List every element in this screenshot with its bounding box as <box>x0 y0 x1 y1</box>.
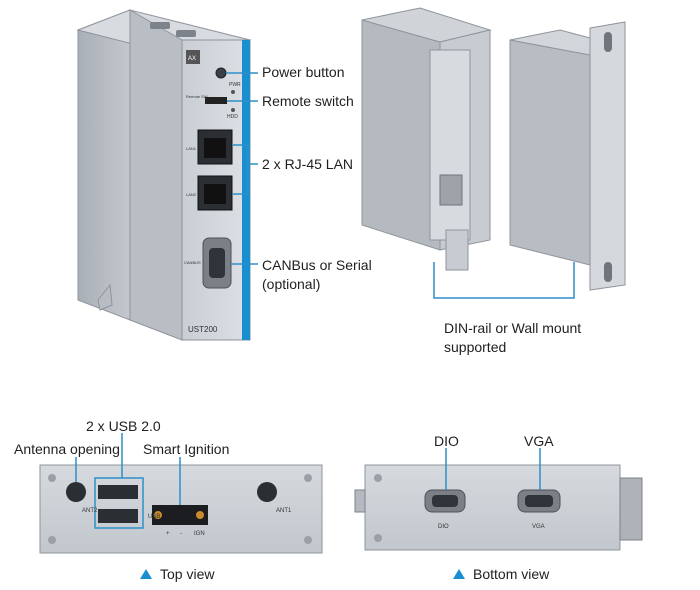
antenna1-opening-icon <box>257 482 277 502</box>
wall-mount-device <box>509 21 626 291</box>
antenna-label: Antenna opening <box>14 441 120 457</box>
brand-mark: AX <box>188 56 196 62</box>
pwr-mark: PWR <box>229 82 241 88</box>
canbus-label-line1: CANBus or Serial <box>262 257 372 273</box>
antenna2-opening-icon <box>66 482 86 502</box>
lan2-mark: LAN2 <box>186 192 197 197</box>
dio-mark: DIO <box>438 524 449 530</box>
accent-stripe <box>242 40 250 340</box>
ign-mark: IGN <box>194 531 205 537</box>
canbus-mark: CANBUS <box>184 260 201 265</box>
dio-label: DIO <box>434 433 459 449</box>
device-marks: UST200 PWR HDD Remote SW LAN1 LAN2 CANBU… <box>82 56 545 537</box>
minus-mark: - <box>180 531 182 537</box>
vga-label: VGA <box>524 433 554 449</box>
model-mark: UST200 <box>188 325 218 334</box>
din-callout <box>433 262 575 299</box>
triangle-up-icon <box>453 569 465 579</box>
ant2-mark: ANT2 <box>82 508 98 514</box>
ant1-mark: ANT1 <box>276 508 292 514</box>
plus-mark: + <box>166 531 170 537</box>
top-view-text: Top view <box>160 566 215 582</box>
top-view-device <box>39 464 323 554</box>
front-device <box>76 9 252 341</box>
remote-sw-mark: Remote SW <box>186 94 208 99</box>
rj45-lan-label: 2 x RJ-45 LAN <box>262 156 354 172</box>
remote-switch-label: Remote switch <box>262 93 354 109</box>
rear-device-din <box>361 7 492 271</box>
usb2-port-icon <box>98 509 138 523</box>
usb-label: 2 x USB 2.0 <box>86 418 161 434</box>
usb-mark: USB <box>148 514 160 520</box>
top-callouts <box>75 433 181 529</box>
bottom-view-text: Bottom view <box>473 566 550 582</box>
vga-mark: VGA <box>532 524 545 530</box>
power-button-label: Power button <box>262 64 345 80</box>
din-rail-label-line2: supported <box>444 339 507 355</box>
canbus-label-line2: (optional) <box>262 276 321 292</box>
ignition-label: Smart Ignition <box>143 441 230 457</box>
ignition-connector-icon <box>152 505 208 525</box>
usb1-port-icon <box>98 485 138 499</box>
bottom-callouts <box>445 448 541 490</box>
bottom-view-device <box>354 464 643 551</box>
remote-switch-icon <box>205 97 227 104</box>
triangle-up-icon <box>140 569 152 579</box>
din-rail-label-line1: DIN-rail or Wall mount <box>444 320 582 336</box>
power-button-icon <box>215 67 227 79</box>
top-view-caption: Top view <box>140 566 214 582</box>
hdd-mark: HDD <box>227 114 238 120</box>
lan1-mark: LAN1 <box>186 146 197 151</box>
front-callouts <box>226 72 258 265</box>
brand-logo <box>186 50 200 64</box>
bottom-view-caption: Bottom view <box>453 566 549 582</box>
